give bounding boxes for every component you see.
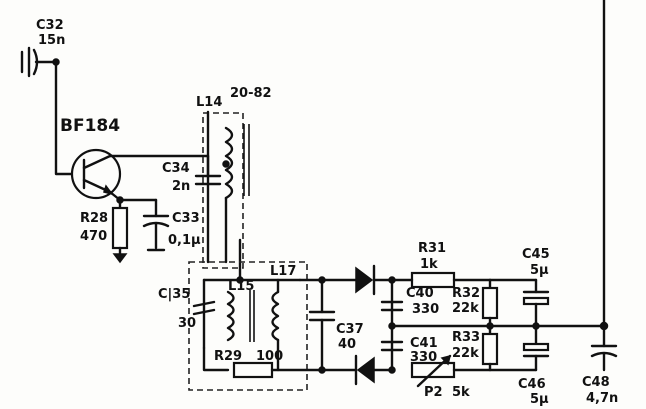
- resistor-r32: [481, 278, 499, 336]
- capacitor-c33: [142, 198, 170, 252]
- l14-label: L14: [196, 95, 222, 110]
- c34-label: C34: [162, 161, 190, 176]
- c41-value: 330: [410, 350, 437, 365]
- c40-label: C40: [406, 286, 434, 301]
- capacitor-c48: [590, 324, 618, 372]
- capacitor-c37: [308, 276, 336, 374]
- r29-value: 100: [256, 349, 283, 364]
- r33-value: 22k: [452, 346, 479, 361]
- transistor-label: BF184: [60, 116, 120, 136]
- r31-value: 1k: [420, 257, 438, 272]
- coil-l15: [226, 290, 255, 342]
- resistor-r31: [390, 271, 492, 289]
- potentiometer-p2: [410, 354, 492, 388]
- capacitor-c46: [522, 324, 550, 372]
- transistor-bf184: [70, 148, 122, 200]
- r32-value: 22k: [452, 301, 479, 316]
- r29-label: R29: [214, 349, 242, 364]
- c46-label: C46: [518, 377, 546, 392]
- resistor-r29: [232, 361, 324, 379]
- c48-value: 4,7n: [586, 391, 618, 406]
- c33-value: 0,1µ: [168, 233, 201, 248]
- p2-value: 5k: [452, 385, 470, 400]
- detector-shield: [188, 261, 308, 391]
- capacitor-c40: [380, 300, 404, 312]
- coil-l14: [206, 110, 250, 264]
- c40-value: 330: [412, 302, 439, 317]
- capacitor-c35: [192, 300, 216, 316]
- c45-value: 5µ: [530, 263, 549, 278]
- c37-label: C37: [336, 322, 364, 337]
- r31-label: R31: [418, 241, 446, 256]
- c35-value: 30: [178, 316, 196, 331]
- c45-label: C45: [522, 247, 550, 262]
- c33-label: C33: [172, 211, 200, 226]
- r28-label: R28: [80, 211, 108, 226]
- resistor-r33: [481, 332, 499, 372]
- resistor-r28: [111, 198, 129, 264]
- wire-tank-bottom: [202, 346, 230, 372]
- capacitor-c34: [194, 154, 222, 186]
- capacitor-c32: [20, 46, 60, 78]
- capacitor-c41: [380, 340, 404, 352]
- diode-bottom: [354, 354, 394, 386]
- c37-value: 40: [338, 337, 356, 352]
- c32-value: 15n: [38, 33, 65, 48]
- c41-label: C41: [410, 336, 438, 351]
- c46-value: 5µ: [530, 392, 549, 407]
- r32-label: R32: [452, 286, 480, 301]
- c48-label: C48: [582, 375, 610, 390]
- l14-shield: [202, 112, 244, 269]
- r33-label: R33: [452, 330, 480, 345]
- c34-value: 2n: [172, 179, 190, 194]
- c35-label: C|35: [158, 287, 190, 302]
- diode-top: [355, 264, 394, 296]
- c32-label: C32: [36, 18, 64, 33]
- l15-label: L15: [228, 279, 254, 294]
- l17-label: L17: [270, 264, 296, 279]
- r28-value: 470: [80, 229, 107, 244]
- p2-label: P2: [424, 385, 443, 400]
- l14-part: 20-82: [230, 86, 272, 101]
- capacitor-c45: [522, 278, 550, 328]
- coil-l17: [271, 278, 280, 372]
